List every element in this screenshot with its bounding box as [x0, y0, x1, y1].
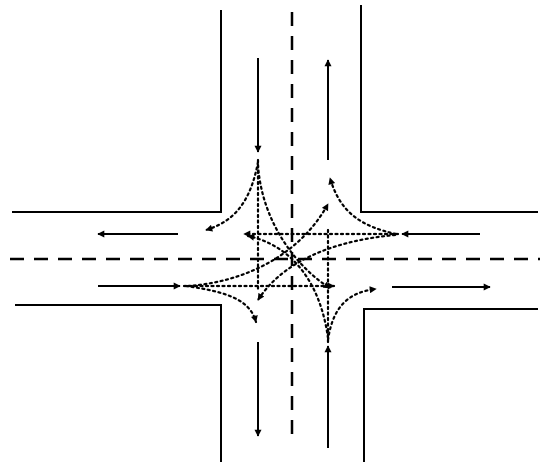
curb-northwest [12, 10, 222, 213]
southbound-left-turn-path [256, 163, 332, 290]
turning-movements [182, 158, 400, 344]
road-curbs [12, 5, 538, 462]
eastbound-right-turn-path [184, 284, 258, 324]
curb-southeast [363, 308, 538, 462]
northbound-left-turn-path [246, 233, 330, 340]
curb-northeast [360, 5, 538, 213]
lane-dividers [10, 12, 540, 440]
curb-southwest [15, 304, 222, 462]
westbound-right-turn-path [328, 176, 398, 236]
westbound-left-turn-path [256, 233, 397, 302]
through-movements [97, 58, 491, 448]
northbound-right-turn-path [326, 286, 378, 342]
southbound-right-turn-path [204, 160, 260, 232]
eastbound-left-turn-path [186, 202, 330, 288]
